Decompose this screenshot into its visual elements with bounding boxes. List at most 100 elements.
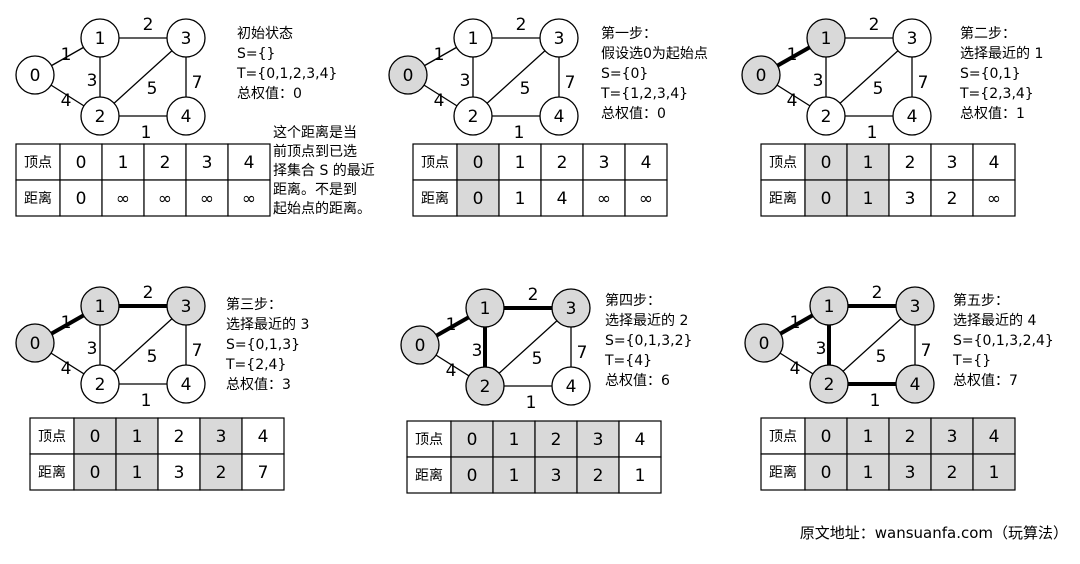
vertex-label: 4: [181, 107, 192, 127]
table-cell-value: ∞: [158, 189, 172, 209]
vertex-4: [892, 96, 932, 136]
table-cell-value: 2: [593, 466, 604, 486]
vertex-label: 0: [756, 66, 767, 86]
vertex-2: [80, 364, 120, 404]
table-cell-value: 1: [132, 463, 143, 483]
table-cell-value: 3: [947, 427, 958, 447]
table-header-label: 距离: [421, 190, 449, 207]
edge-weight-label: 2: [143, 283, 154, 303]
edge-weight-label: 1: [787, 45, 798, 65]
table-cell-value: ∞: [242, 189, 256, 209]
table-cell-value: 2: [551, 430, 562, 450]
step-info-line: S={}: [237, 46, 275, 62]
table-cell: [157, 417, 201, 455]
table-cell-value: 2: [905, 153, 916, 173]
edge-weight-label: 2: [528, 285, 539, 305]
table-cell: [582, 179, 626, 217]
table-cell: [540, 179, 584, 217]
table-cell-value: 4: [989, 153, 1000, 173]
table-cell-value: 1: [509, 466, 520, 486]
table-cell-value: 4: [258, 427, 269, 447]
edge-weight-label: 3: [472, 341, 483, 361]
note-line: 前顶点到已选: [273, 143, 357, 160]
table-header-label: 距离: [415, 467, 443, 484]
note-line: 择集合 S 的最近: [273, 162, 375, 179]
table-cell: [73, 453, 117, 491]
table-cell-value: 0: [467, 430, 478, 450]
table-cell: [492, 456, 536, 494]
edge-weight-label: 3: [816, 339, 827, 359]
table-cell-value: 4: [635, 430, 646, 450]
edge-weight-label: 5: [876, 347, 887, 367]
vertex-3-selected: [895, 286, 935, 326]
table-cell: [846, 417, 890, 455]
vertex-label: 4: [907, 107, 918, 127]
table-header-cell: [412, 143, 458, 181]
edge-weight-label: 5: [532, 349, 543, 369]
table-cell: [972, 143, 1016, 181]
vertex-1-selected: [465, 288, 505, 328]
table-header-label: 距离: [769, 464, 797, 481]
table-cell: [143, 179, 187, 217]
table-cell: [241, 453, 285, 491]
table-cell: [582, 143, 626, 181]
step-title: 第一步：: [601, 25, 657, 42]
step-info-line: 选择最近的 3: [226, 317, 309, 333]
vertex-1-selected: [809, 286, 849, 326]
vertex-3-selected: [551, 288, 591, 328]
table-cell: [888, 143, 932, 181]
edge-weight-label: 1: [867, 123, 878, 143]
vertex-label: 1: [95, 29, 106, 49]
table-cell-value: 7: [258, 463, 269, 483]
table-cell: [73, 417, 117, 455]
vertex-label: 0: [759, 334, 770, 354]
table-cell: [450, 420, 494, 458]
vertex-label: 1: [821, 29, 832, 49]
edge-weight-label: 5: [147, 347, 158, 367]
edge-weight-label: 7: [921, 341, 932, 361]
vertex-2: [453, 96, 493, 136]
table-cell-value: 4: [244, 153, 255, 173]
table-cell-value: 0: [821, 427, 832, 447]
table-cell: [618, 420, 662, 458]
vertex-label: 1: [480, 299, 491, 319]
vertex-label: 4: [910, 375, 921, 395]
vertex-4: [166, 364, 206, 404]
table-cell-value: 3: [216, 427, 227, 447]
table-cell-value: 0: [821, 153, 832, 173]
edge-weight-label: 3: [460, 71, 471, 91]
table-cell-value: 3: [551, 466, 562, 486]
table-header-label: 顶点: [24, 155, 52, 171]
table-cell-value: 2: [174, 427, 185, 447]
table-cell-value: ∞: [597, 189, 611, 209]
table-cell: [115, 417, 159, 455]
table-cell-value: 0: [90, 427, 101, 447]
table-cell-value: 2: [947, 189, 958, 209]
table-cell-value: 3: [905, 463, 916, 483]
vertex-0-selected: [400, 325, 440, 365]
edge-weight-label: 4: [446, 361, 457, 381]
table-cell-value: 3: [202, 153, 213, 173]
edge-weight-label: 2: [516, 15, 527, 35]
table-cell-value: 2: [160, 153, 171, 173]
vertex-label: 4: [181, 375, 192, 395]
step-info-line: T={2,4}: [225, 357, 286, 373]
note-line: 距离。不是到: [273, 181, 357, 198]
table-cell-value: 0: [821, 189, 832, 209]
table-cell-value: 0: [473, 153, 484, 173]
table-cell-value: 2: [557, 153, 568, 173]
table-header-cell: [406, 456, 452, 494]
step-title: 初始状态: [237, 25, 293, 42]
table-header-cell: [760, 417, 806, 455]
vertex-1-selected: [806, 18, 846, 58]
table-header-label: 顶点: [421, 155, 449, 171]
vertex-4: [551, 366, 591, 406]
table-cell-value: 4: [557, 189, 568, 209]
vertex-3: [166, 18, 206, 58]
step-info-line: S={0,1,3,2,4}: [953, 333, 1054, 349]
